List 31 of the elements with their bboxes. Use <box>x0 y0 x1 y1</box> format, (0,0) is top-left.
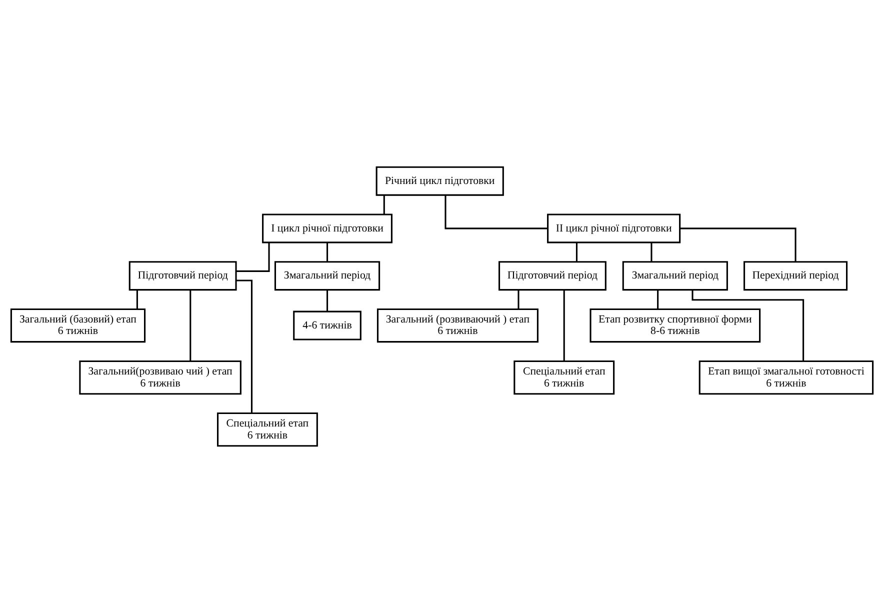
node-box: Змагальний період <box>622 261 728 291</box>
connector <box>236 242 270 272</box>
connector <box>383 195 385 214</box>
connector <box>326 290 328 312</box>
connector <box>657 290 659 310</box>
connector <box>518 290 520 310</box>
node-box: Підготовчий період <box>498 261 606 291</box>
node-box: Загальний (базовий) етап 6 тижнів <box>10 308 146 343</box>
connector <box>576 242 578 262</box>
node-box: Загальний(розвиваю чий ) етап 6 тижнів <box>79 360 242 395</box>
connector <box>326 242 328 262</box>
node-box: Перехідний період <box>744 261 848 291</box>
node-box: Загальний (розвиваючий ) етап 6 тижнів <box>376 308 538 343</box>
connector <box>236 280 253 414</box>
connector <box>680 228 796 262</box>
node-box: Етап розвитку спортивної форми 8-6 тижнів <box>590 308 761 343</box>
node-box: І цикл річної підготовки <box>262 214 392 244</box>
node-box: Спеціальний етап 6 тижнів <box>216 412 318 447</box>
node-box: 4-6 тижнів <box>293 310 362 340</box>
node-box: ІІ цикл річної підготовки <box>547 214 681 244</box>
node-box: Змагальний період <box>274 261 380 291</box>
node-box: Спеціальний етап 6 тижнів <box>514 360 615 395</box>
connector <box>563 290 565 362</box>
node-box: Етап вищої змагальної готовності 6 тижнів <box>698 360 874 395</box>
connector <box>444 195 548 230</box>
node-box: Річний цикл підготовки <box>376 166 504 196</box>
node-box: Підготовчий період <box>128 261 237 291</box>
connector <box>190 290 192 362</box>
connector <box>136 290 138 310</box>
connector <box>692 290 804 362</box>
connector <box>650 242 652 262</box>
